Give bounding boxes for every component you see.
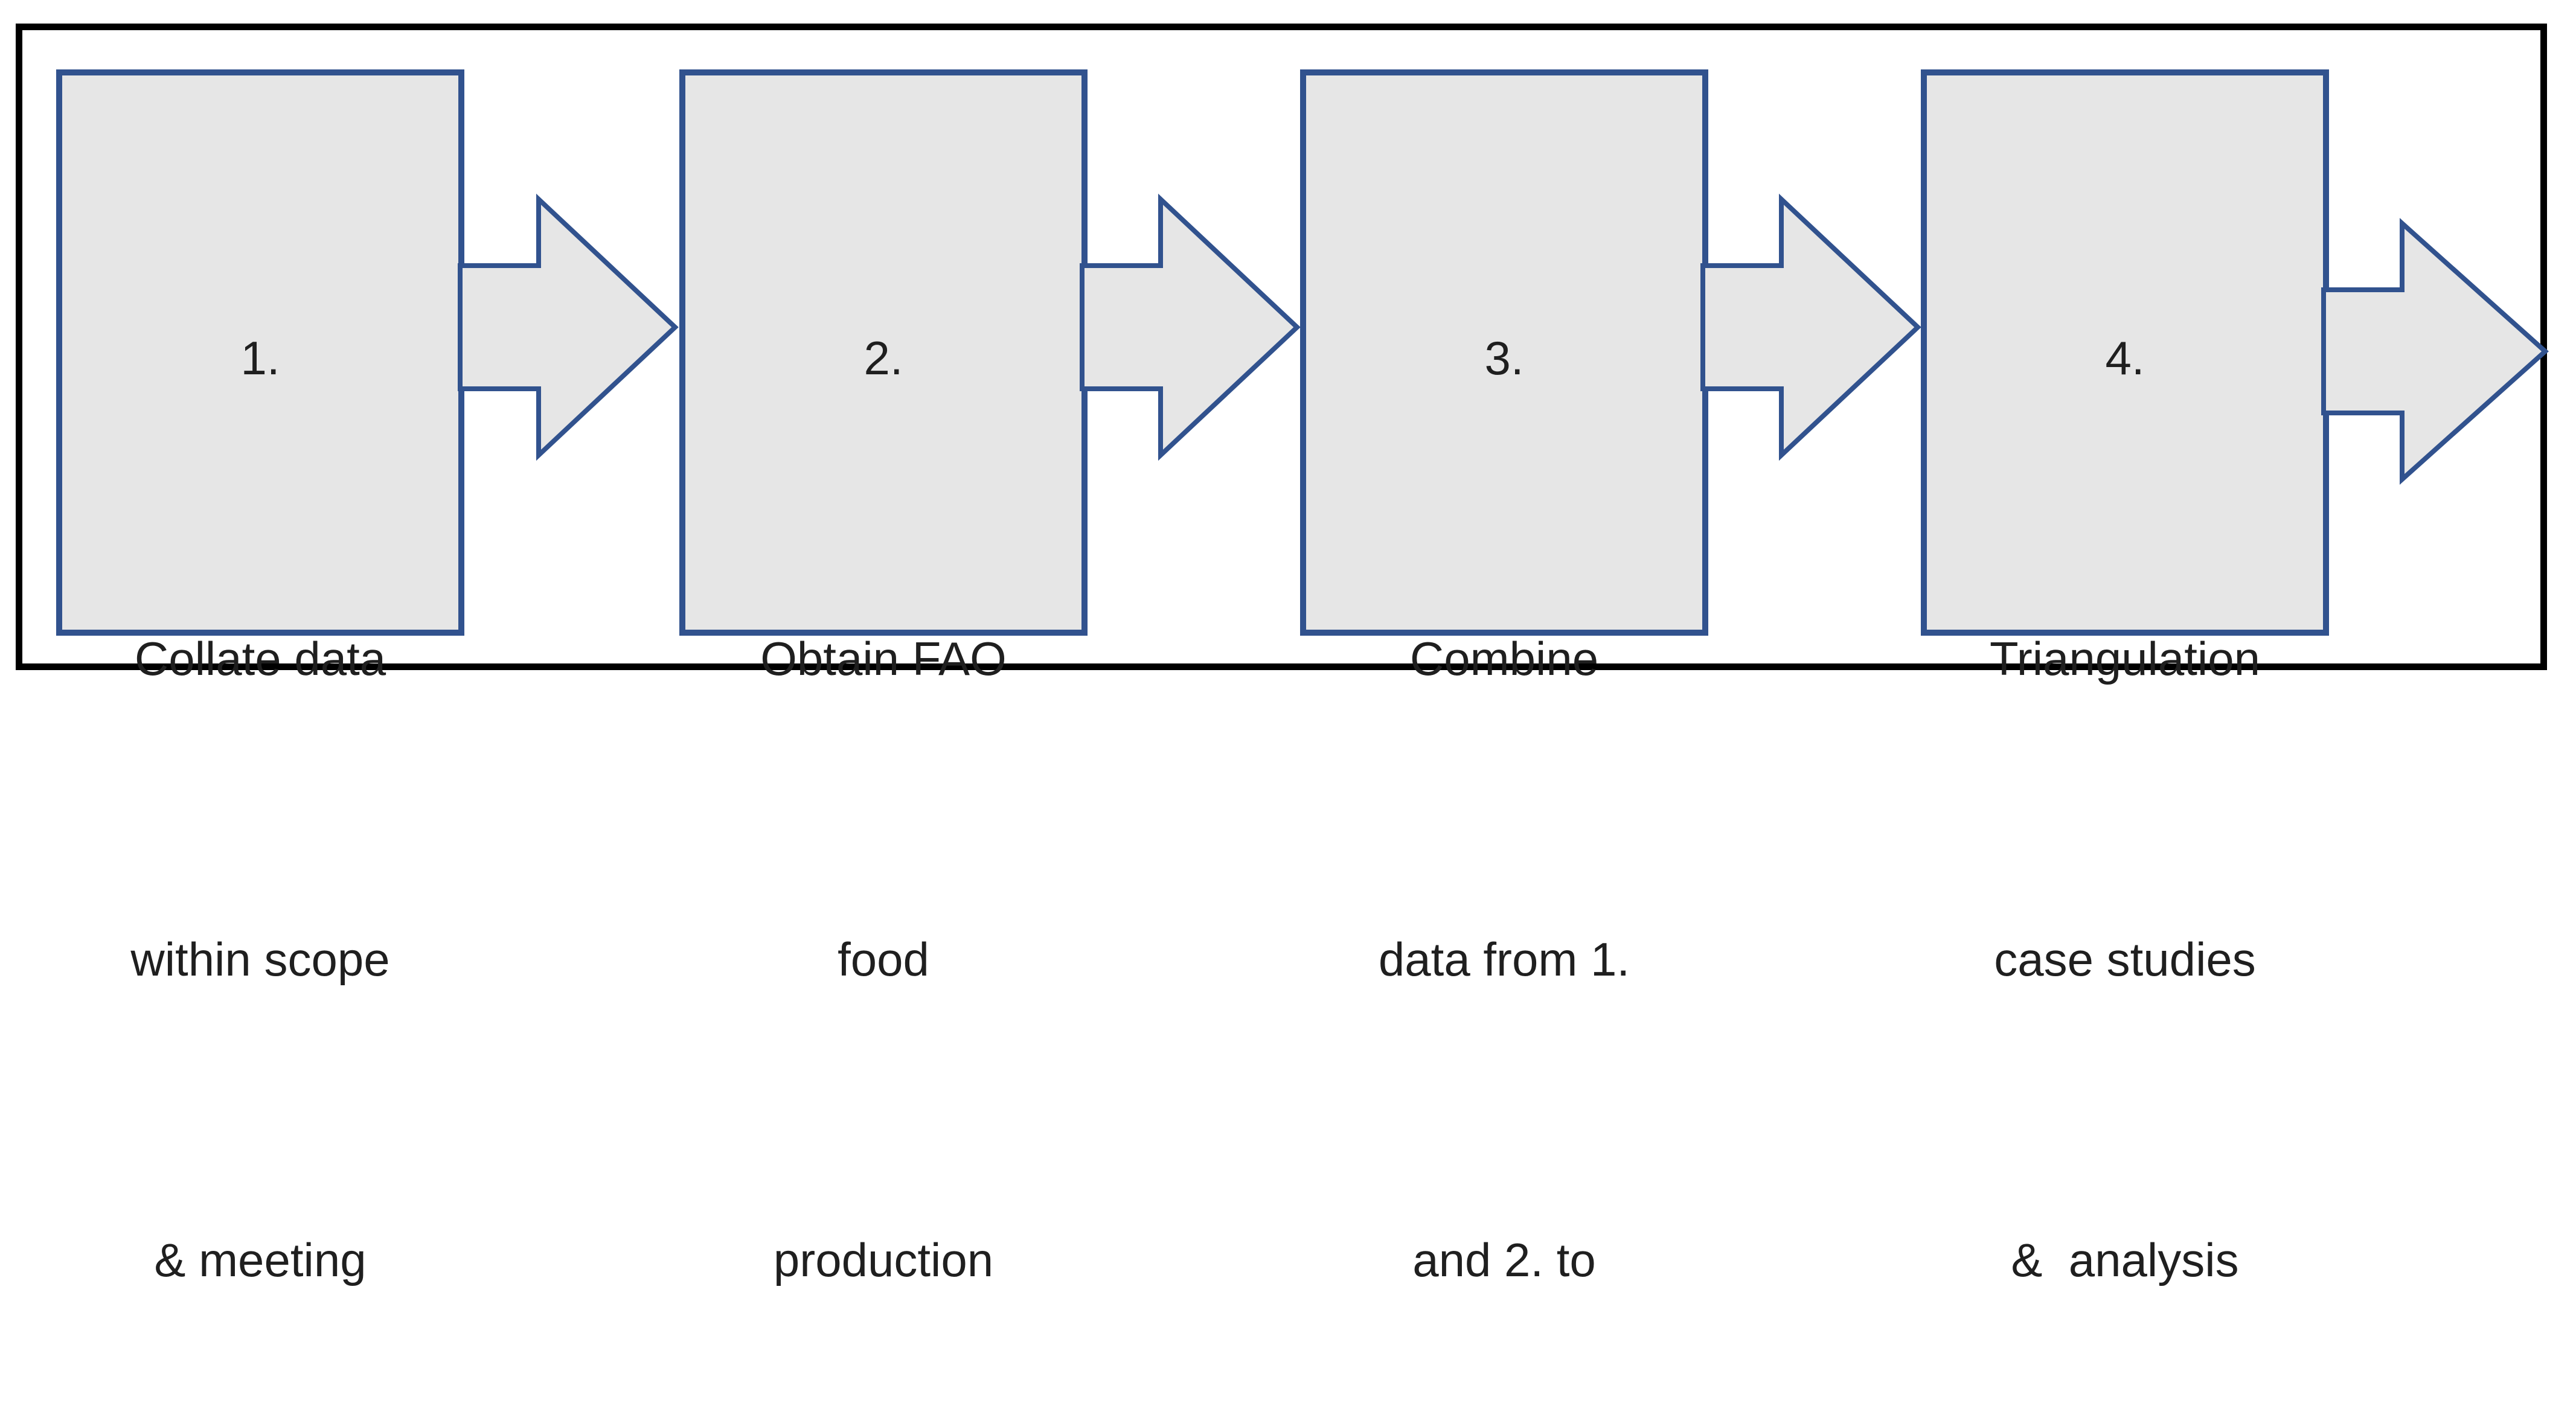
- step-number: 4.: [2105, 331, 2145, 385]
- block-arrow-right-icon: [2321, 218, 2549, 485]
- block-arrow-right-icon: [1700, 193, 1921, 461]
- step-1-box: 1. Collate data within scope & meeting q…: [56, 69, 464, 1286]
- flow-arrow-icon: [1700, 193, 1921, 461]
- block-arrow-right-icon: [1080, 193, 1301, 461]
- step-2-text: 2. Obtain FAO food production data: [685, 107, 1081, 1403]
- step-line: production: [773, 1233, 994, 1286]
- step-number: 3.: [1484, 331, 1524, 385]
- step-line: data from 1.: [1378, 933, 1630, 986]
- step-line: case studies: [1994, 933, 2256, 986]
- step-4-box: 4. Triangulation case studies & analysis: [1921, 69, 2329, 1286]
- flow-arrow-icon: [458, 193, 679, 461]
- step-3-box: 3. Combine data from 1. and 2. to produc…: [1300, 69, 1708, 1286]
- block-arrow-right-icon: [458, 193, 679, 461]
- step-line: within scope: [130, 933, 390, 986]
- step-line: & meeting: [154, 1233, 367, 1286]
- flow-arrow-icon: [2321, 218, 2549, 485]
- step-number: 2.: [863, 331, 903, 385]
- step-number: 1.: [240, 331, 280, 385]
- step-3-text: 3. Combine data from 1. and 2. to produc…: [1306, 107, 1702, 1403]
- step-line: Combine: [1409, 632, 1599, 685]
- flow-arrow-icon: [1080, 193, 1301, 461]
- flowchart: 1. Collate data within scope & meeting q…: [16, 24, 2549, 1286]
- step-2-box: 2. Obtain FAO food production data: [679, 69, 1088, 1286]
- step-line: and 2. to: [1412, 1233, 1596, 1286]
- step-1-text: 1. Collate data within scope & meeting q…: [62, 107, 458, 1403]
- step-4-text: 4. Triangulation case studies & analysis: [1927, 107, 2323, 1403]
- step-line: & analysis: [2011, 1233, 2239, 1286]
- step-line: Triangulation: [1989, 632, 2261, 685]
- step-line: Obtain FAO: [760, 632, 1007, 685]
- step-line: Collate data: [134, 632, 386, 685]
- step-line: food: [838, 933, 929, 986]
